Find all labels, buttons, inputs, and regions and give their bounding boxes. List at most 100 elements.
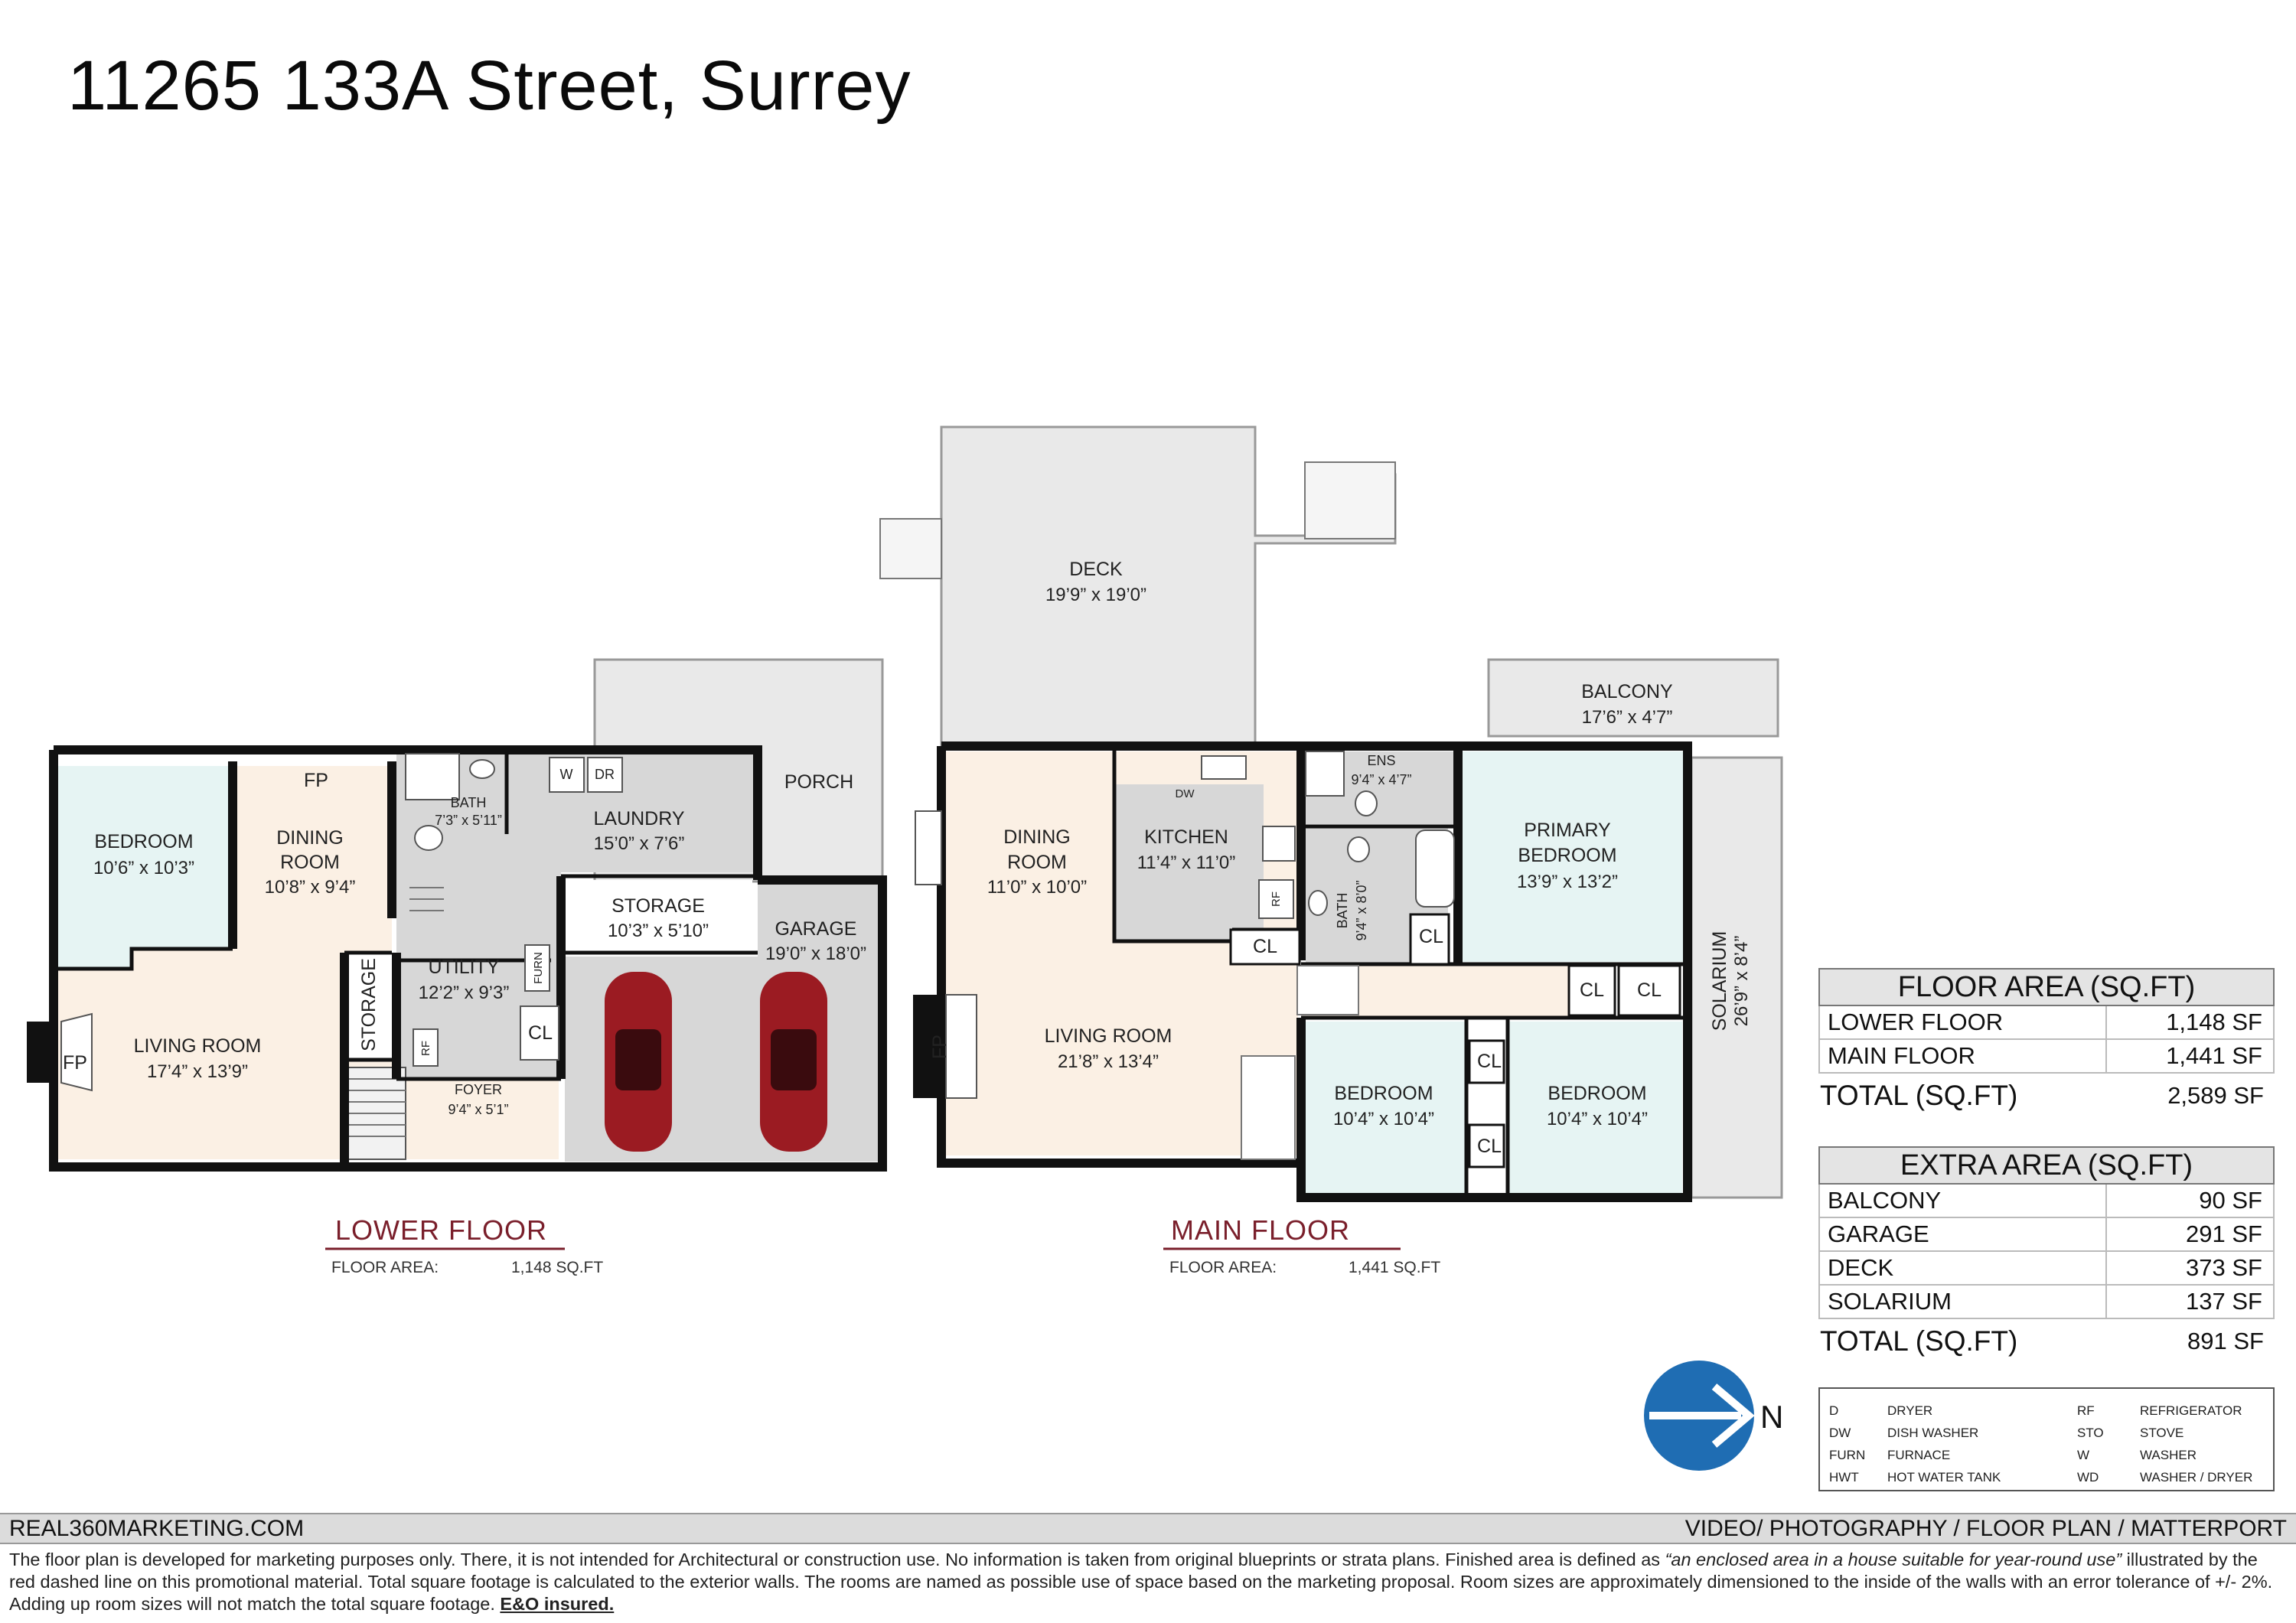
lower-fp-left: FP <box>63 1052 87 1074</box>
total-label: TOTAL (SQ.FT) <box>1820 1325 2018 1357</box>
utility-dim: 12’2” x 9’3” <box>419 983 510 1003</box>
main-floor-area-value: 1,441 SQ.FT <box>1349 1259 1440 1276</box>
main-dining-label-1: DINING <box>1003 826 1071 848</box>
compass-north-label: N <box>1760 1399 1783 1435</box>
legend-abbr: FURN <box>1829 1447 1866 1462</box>
garage-dim: 19’0” x 18’0” <box>765 943 866 964</box>
legend-meaning: STOVE <box>2140 1425 2184 1440</box>
main-closet-label-4: CL <box>1637 979 1662 1001</box>
balcony-label: BALCONY <box>1581 681 1673 702</box>
furnace <box>524 944 550 992</box>
car-right-window <box>771 1029 817 1090</box>
abbreviation-legend: D DRYER RF REFRIGERATOR DW DISH WASHER S… <box>1818 1387 2275 1491</box>
table-row: SOLARIUM 137 SF <box>1818 1286 2275 1319</box>
legend-meaning: REFRIGERATOR <box>2140 1403 2242 1418</box>
kitchen-area <box>1114 784 1264 941</box>
main-closet-label-2: CL <box>1419 926 1443 947</box>
lower-storage-label: STORAGE <box>612 895 705 917</box>
main-window-left <box>915 810 942 885</box>
legend-meaning: WASHER / DRYER <box>2140 1469 2253 1484</box>
storage-vertical-area <box>344 953 392 1060</box>
disclaimer-text-1: The floor plan is developed for marketin… <box>9 1550 1665 1569</box>
compass: N <box>1644 1361 1783 1471</box>
dryer-label: DR <box>595 767 615 782</box>
main-living-label: LIVING ROOM <box>1045 1025 1172 1047</box>
closet-lower <box>520 1005 559 1061</box>
lower-bedroom-dim: 10’6” x 10’3” <box>93 858 194 878</box>
washer-label: W <box>560 767 573 782</box>
dw-label: DW <box>1176 787 1195 800</box>
utility-label: UTILITY <box>428 957 499 978</box>
lower-floor-area-label: FLOOR AREA: <box>331 1259 439 1276</box>
main-floor-area-label: FLOOR AREA: <box>1169 1259 1277 1276</box>
legend-abbr: RF <box>2077 1403 2095 1418</box>
main-floor-title: MAIN FLOOR <box>1171 1214 1350 1246</box>
lower-fp-top: FP <box>304 770 328 791</box>
main-bedroom-2-dim: 10’4” x 10’4” <box>1547 1109 1648 1129</box>
lower-bedroom-label: BEDROOM <box>94 831 193 852</box>
lower-floor-plan: BEDROOM 10’6” x 10’3” FP DINING ROOM 10’… <box>27 658 887 1276</box>
main-fp-label: FP <box>929 1035 951 1059</box>
legend-meaning: DRYER <box>1887 1403 1933 1418</box>
main-closet-label-1: CL <box>1253 936 1277 957</box>
row-value: 1,441 SF <box>2166 1042 2262 1069</box>
main-bedroom-1-dim: 10’4” x 10’4” <box>1333 1109 1434 1129</box>
footer-bar: REAL360MARKETING.COM VIDEO/ PHOTOGRAPHY … <box>0 1513 2296 1544</box>
toilet-lower <box>414 825 443 851</box>
legend-abbr: WD <box>2077 1469 2099 1484</box>
washer <box>549 757 585 793</box>
disclaimer-text-2: illustrated by the red dashed line on th… <box>9 1550 2273 1614</box>
furnace-label: FURN <box>532 952 545 984</box>
lower-living-dim: 17’4” x 13’9” <box>147 1061 248 1082</box>
legend-abbr: W <box>2077 1447 2090 1462</box>
table-row: MAIN FLOOR 1,441 SF <box>1818 1040 2275 1074</box>
floor-area-table: FLOOR AREA (SQ.FT) LOWER FLOOR 1,148 SF … <box>1818 968 2275 1118</box>
row-value: 1,148 SF <box>2166 1009 2262 1035</box>
ens-dim: 9’4” x 4’7” <box>1351 772 1411 787</box>
total-label: TOTAL (SQ.FT) <box>1820 1080 2018 1111</box>
table-row: BALCONY 90 SF <box>1818 1185 2275 1218</box>
balcony-area <box>1487 658 1779 738</box>
legend-meaning: DISH WASHER <box>1887 1425 1979 1440</box>
lower-floor-area-value: 1,148 SQ.FT <box>511 1259 603 1276</box>
row-label: GARAGE <box>1820 1218 2107 1250</box>
stairs-main <box>1241 965 1359 1160</box>
extra-area-total: TOTAL (SQ.FT) 891 SF <box>1818 1319 2275 1364</box>
disclaimer-quote: “an enclosed area in a house suitable fo… <box>1665 1550 2122 1569</box>
kitchen-label: KITCHEN <box>1144 826 1228 848</box>
garage-cars <box>605 972 827 1152</box>
row-label: LOWER FLOOR <box>1820 1006 2107 1038</box>
table-row: LOWER FLOOR 1,148 SF <box>1818 1006 2275 1040</box>
total-value: 891 SF <box>2187 1328 2264 1354</box>
main-bath-dim: 9’4” x 8’0” <box>1354 880 1369 940</box>
table-row: GARAGE 291 SF <box>1818 1218 2275 1252</box>
legend-row: HWT HOT WATER TANK WD WASHER / DRYER <box>1829 1466 2273 1488</box>
legend-row: FURN FURNACE W WASHER <box>1829 1444 2273 1466</box>
kitchen-sink <box>1201 755 1247 780</box>
fireplace-hearth <box>60 1012 93 1092</box>
total-value: 2,589 SF <box>2167 1082 2264 1109</box>
main-closets <box>1229 913 1681 1168</box>
disclaimer-eo: E&O insured. <box>500 1594 615 1614</box>
row-label: BALCONY <box>1820 1185 2107 1217</box>
solarium-dim: 26’9” x 8’4” <box>1731 936 1752 1027</box>
deck-dim: 19’9” x 19’0” <box>1045 585 1146 605</box>
footer-website-link[interactable]: REAL360MARKETING.COM <box>9 1515 305 1541</box>
ens-label: ENS <box>1367 753 1395 768</box>
row-label: MAIN FLOOR <box>1820 1040 2107 1072</box>
main-floor-plan: DECK 19’9” x 19’0” BALCONY 17’6” x 4’7” … <box>879 425 1783 1276</box>
deck-stairs-right <box>1304 461 1396 539</box>
extra-area-header: EXTRA AREA (SQ.FT) <box>1818 1146 2275 1185</box>
storage-lower-area <box>561 880 752 951</box>
porch-label: PORCH <box>784 771 853 793</box>
page-title: 11265 133A Street, Surrey <box>67 47 912 125</box>
kitchen-dim: 11’4” x 11’0” <box>1137 852 1236 873</box>
legend-row: D DRYER RF REFRIGERATOR <box>1829 1400 2273 1422</box>
garage-top-area <box>758 880 879 957</box>
row-value: 137 SF <box>2186 1288 2262 1315</box>
row-value: 90 SF <box>2199 1187 2262 1214</box>
legend-row: DW DISH WASHER STO STOVE <box>1829 1422 2273 1444</box>
floor-area-total: TOTAL (SQ.FT) 2,589 SF <box>1818 1074 2275 1118</box>
main-bedroom-1-label: BEDROOM <box>1334 1083 1433 1104</box>
primary-label-1: PRIMARY <box>1524 820 1611 841</box>
